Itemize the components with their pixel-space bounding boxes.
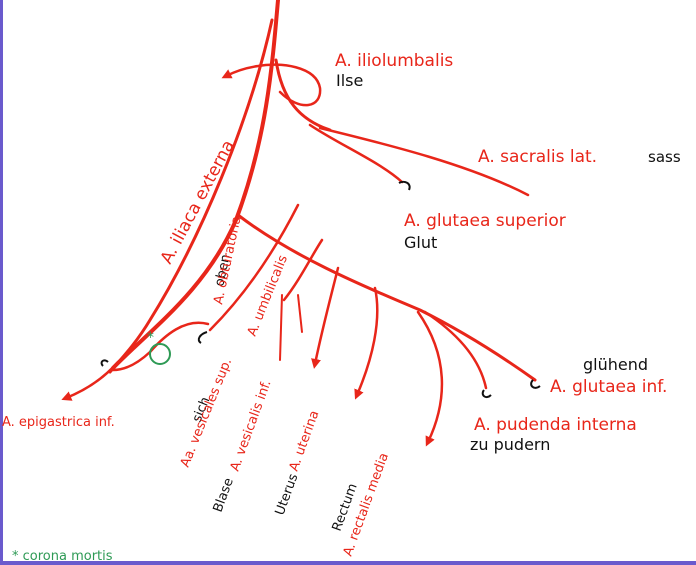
posterior-trunk-vessel — [274, 58, 332, 132]
label-epigastrica-inf: A. epigastrica inf. — [2, 415, 115, 430]
mnemonic-glut: Glut — [404, 233, 437, 252]
obturatoria-hook — [197, 331, 208, 344]
label-glutaea-superior: A. glutaea superior — [404, 211, 566, 231]
vesicales-sup-vessel-b — [297, 294, 303, 333]
mnemonic-uterus: Uterus — [273, 472, 302, 518]
label-sacralis-lat: A. sacralis lat. — [478, 147, 597, 167]
frame-bottom-border — [0, 561, 696, 565]
iliaca-externa-vessel — [108, 18, 274, 374]
vesicalis-inf-vessel — [311, 266, 340, 369]
mnemonic-zu-pudern: zu pudern — [470, 435, 550, 454]
mnemonic-sass: sass — [648, 148, 681, 166]
label-vesicalis-inf: A. vesicalis inf. — [228, 378, 275, 473]
label-iliolumbalis: A. iliolumbalis — [335, 51, 453, 71]
uterina-vessel — [354, 286, 379, 400]
anterior-trunk-vessel — [236, 213, 537, 382]
label-vesicales-sup: Aa. vesicales sup. — [178, 356, 235, 469]
sacralis-lat-vessel — [318, 126, 530, 197]
epigastrica-inf-vessel — [61, 360, 120, 401]
rectalis-media-vessel — [416, 310, 444, 447]
pudenda-interna-hook — [481, 389, 492, 399]
vesicales-sup-vessel-a — [279, 294, 283, 361]
corona-mortis-vessel — [111, 321, 210, 372]
iliaca-externa-hook — [100, 359, 109, 367]
label-pudenda-interna: A. pudenda interna — [474, 415, 637, 435]
label-umbilicalis: A. umbilicalis — [245, 253, 291, 339]
label-uterina: A. uterina — [287, 409, 323, 474]
mnemonic-oben: oben — [212, 253, 233, 288]
obturatoria-vessel — [208, 203, 300, 332]
glutaea-superior-vessel — [308, 123, 404, 184]
glutaea-inf-hook — [530, 379, 541, 389]
iliolumbalis-vessel — [221, 63, 322, 107]
label-glutaea-inf: A. glutaea inf. — [550, 377, 667, 397]
corona-mortis-asterisk: * — [147, 330, 154, 346]
corona-mortis-circle — [149, 343, 171, 365]
legend-corona-mortis: * corona mortis — [12, 549, 113, 564]
mnemonic-ilse: Ilse — [336, 71, 363, 90]
mnemonic-blase: Blase — [211, 476, 237, 514]
pudenda-interna-vessel — [423, 310, 488, 390]
mnemonic-gluehend: glühend — [583, 355, 648, 374]
glutaea-superior-hook — [398, 180, 411, 191]
umbilicalis-vessel — [282, 238, 324, 302]
frame-left-border — [0, 0, 3, 565]
